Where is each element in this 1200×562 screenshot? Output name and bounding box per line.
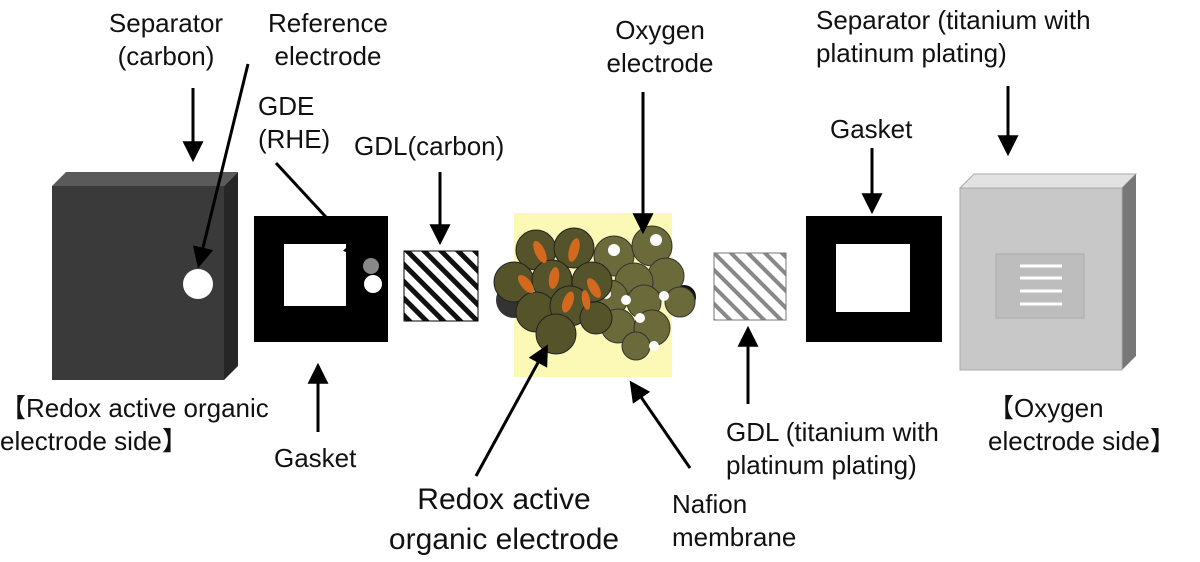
gasket-left-frame xyxy=(254,216,388,342)
gde-rhe-disc xyxy=(363,258,379,274)
separator-port xyxy=(183,269,213,299)
label-gasket-left: Gasket xyxy=(274,443,357,473)
reference-port xyxy=(364,275,382,293)
annotation-arrows xyxy=(182,63,1019,477)
label-gasket-right: Gasket xyxy=(830,114,913,144)
label-gdl-carbon: GDL(carbon) xyxy=(354,131,505,161)
label-gde-rhe: GDE(RHE) xyxy=(258,91,331,154)
label-separator-carbon: Separator(carbon) xyxy=(108,8,224,71)
gasket-right-frame xyxy=(806,216,942,342)
gdl-carbon xyxy=(403,250,479,322)
separator-carbon-block xyxy=(52,172,238,380)
arrow-redox-electrode xyxy=(474,344,549,477)
redox-electrode-assembly xyxy=(493,213,696,377)
gdl-titanium xyxy=(713,252,787,321)
flow-field xyxy=(995,253,1085,319)
arrow-nafion xyxy=(629,380,692,469)
arrow-reference-electrode xyxy=(192,63,250,269)
separator-titanium-block xyxy=(958,173,1138,371)
arrow-gde-rhe xyxy=(274,161,365,260)
